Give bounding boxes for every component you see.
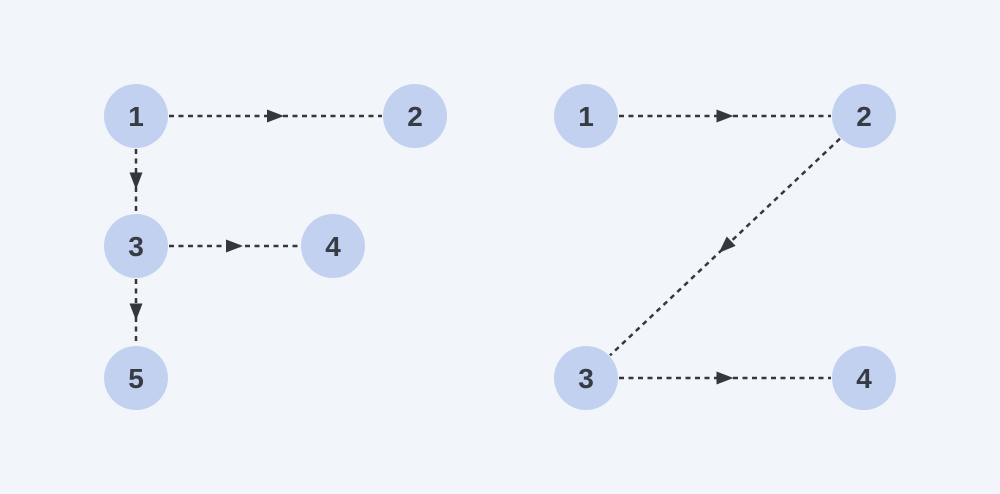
graph-node-5: 5 [104,346,168,410]
node-circle [554,84,618,148]
node-label: 5 [128,363,144,394]
arrowhead-icon [267,109,284,123]
graph-node-3: 3 [554,346,618,410]
arrowhead-icon [716,371,734,385]
graph-node-2: 2 [383,84,447,148]
graph-node-3: 3 [104,214,168,278]
right-graph: 1 2 3 4 [554,84,896,410]
node-label: 1 [128,101,144,132]
node-label: 2 [407,101,423,132]
node-circle [104,84,168,148]
arrowhead-icon [129,172,143,190]
graph-node-4: 4 [301,214,365,278]
arrowhead-icon [718,236,736,253]
node-label: 4 [325,231,341,262]
graph-node-2: 2 [832,84,896,148]
graph-node-1: 1 [554,84,618,148]
left-graph: 1 2 3 4 5 [104,84,447,410]
node-circle [301,214,365,278]
graph-node-1: 1 [104,84,168,148]
node-circle [383,84,447,148]
node-circle [104,214,168,278]
arrowhead-icon [129,303,143,321]
node-circle [832,84,896,148]
node-circle [832,346,896,410]
arrowhead-icon [716,109,734,123]
graph-node-4: 4 [832,346,896,410]
node-circle [104,346,168,410]
node-label: 4 [856,363,872,394]
node-label: 3 [128,231,144,262]
arrowhead-icon [226,239,243,253]
node-circle [554,346,618,410]
node-label: 3 [578,363,594,394]
node-label: 1 [578,101,594,132]
node-label: 2 [856,101,872,132]
